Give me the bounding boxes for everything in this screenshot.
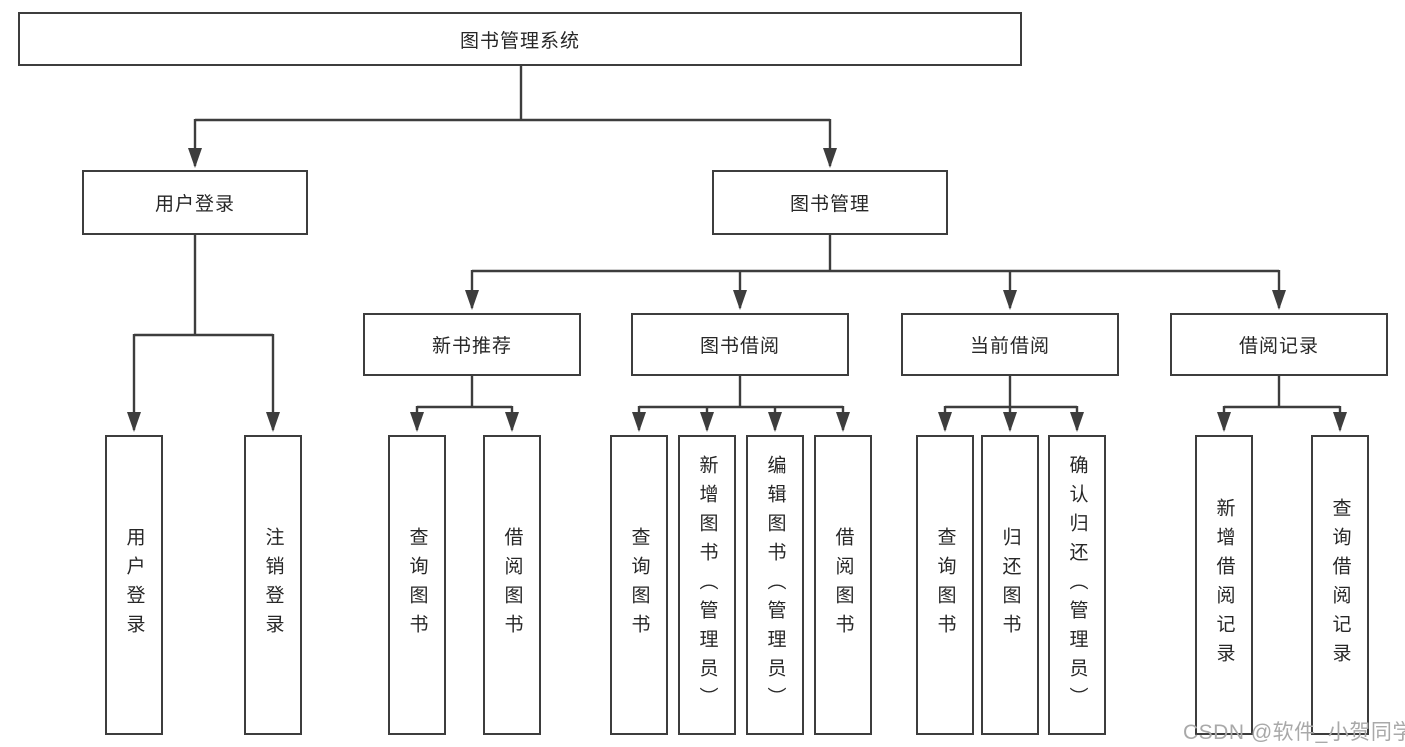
branch-user-login	[127, 235, 280, 432]
leaf-edit-books-admin: 编辑图书（管理员）	[746, 435, 804, 735]
leaf-query-borrow-record: 查询借阅记录	[1311, 435, 1369, 735]
node-borrow-record: 借阅记录	[1170, 313, 1388, 376]
node-root-library-system: 图书管理系统	[18, 12, 1022, 66]
node-label: 查询图书	[628, 527, 650, 643]
node-user-login: 用户登录	[82, 170, 308, 235]
node-label: 当前借阅	[969, 336, 1050, 357]
csdn-watermark: CSDN @软件_小贺同学	[1183, 721, 1405, 744]
leaf-confirm-return-admin: 确认归还（管理员）	[1048, 435, 1106, 735]
node-label: 图书借阅	[699, 336, 780, 357]
leaf-logout: 注销登录	[244, 435, 302, 735]
node-label: 借阅图书	[832, 527, 854, 643]
leaf-add-borrow-record: 新增借阅记录	[1195, 435, 1253, 735]
node-label: 借阅记录	[1238, 336, 1319, 357]
leaf-user-login: 用户登录	[105, 435, 163, 735]
branch-root	[188, 66, 837, 168]
node-label: 借阅图书	[501, 527, 523, 643]
leaf-add-books-admin: 新增图书（管理员）	[678, 435, 736, 735]
node-book-borrow: 图书借阅	[631, 313, 849, 376]
node-label: 新增借阅记录	[1213, 498, 1235, 672]
node-current-borrow: 当前借阅	[901, 313, 1119, 376]
node-label: 新增图书（管理员）	[696, 454, 718, 716]
node-label: 注销登录	[262, 527, 284, 643]
node-book-management: 图书管理	[712, 170, 948, 235]
node-label: 编辑图书（管理员）	[764, 454, 786, 716]
branch-new-book-recommend	[410, 376, 519, 432]
branch-current-borrow	[938, 376, 1084, 432]
leaf-return-books: 归还图书	[981, 435, 1039, 735]
node-label: 查询图书	[934, 527, 956, 643]
branch-borrow-record	[1217, 376, 1347, 432]
branch-book-borrow	[632, 376, 850, 432]
leaf-borrow-books: 借阅图书	[814, 435, 872, 735]
node-label: 新书推荐	[431, 336, 512, 357]
node-new-book-recommend: 新书推荐	[363, 313, 581, 376]
node-label: 图书管理	[789, 194, 870, 215]
node-label: 查询借阅记录	[1329, 498, 1351, 672]
node-label: 查询图书	[406, 527, 428, 643]
leaf-borrow-books-recommend: 借阅图书	[483, 435, 541, 735]
node-label: 图书管理系统	[459, 30, 580, 52]
leaf-query-books-recommend: 查询图书	[388, 435, 446, 735]
branch-book-management	[465, 235, 1286, 310]
leaf-query-books-borrow: 查询图书	[610, 435, 668, 735]
leaf-query-books-current: 查询图书	[916, 435, 974, 735]
node-label: 确认归还（管理员）	[1066, 454, 1088, 716]
node-label: 归还图书	[999, 527, 1021, 643]
node-label: 用户登录	[123, 527, 145, 643]
node-label: 用户登录	[154, 194, 235, 215]
